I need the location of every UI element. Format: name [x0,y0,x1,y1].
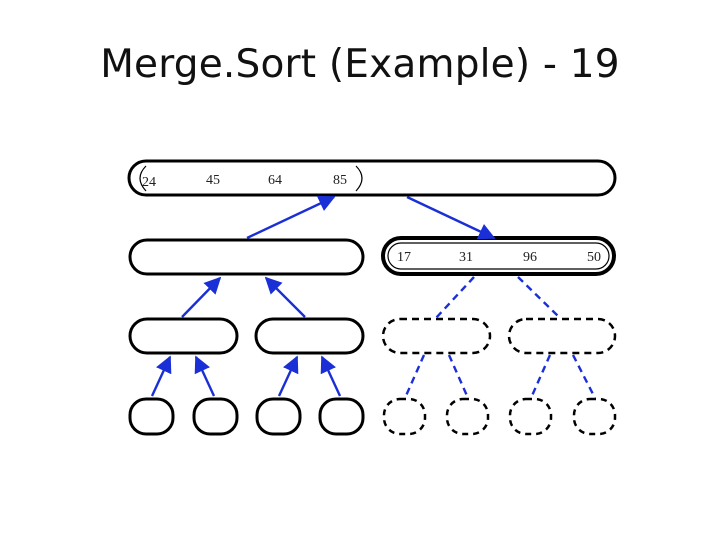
level1-right-value-4: 50 [587,250,601,265]
arrow-leaf3-to-l2b [277,355,299,397]
leaf-node-3 [255,397,302,436]
arrow-l2a-to-l1left [181,276,222,318]
root-value-4: 85 [333,173,347,188]
dash-l2d-to-leaf8 [571,354,597,399]
pending-connectors [403,276,597,399]
leaf-node-2 [192,397,239,436]
level2-node-3-pending [381,317,492,355]
root-value-2: 45 [206,173,220,188]
leaf-node-8-pending [572,397,617,436]
dash-l1right-to-l2c [435,276,475,319]
page-title: Merge.Sort (Example) - 19 [100,42,620,87]
level2-node-1 [128,317,239,355]
leaf-node-7-pending [508,397,553,436]
level2-node-2 [254,317,365,355]
arrow-root-to-right [406,195,496,240]
leaf-node-1 [128,397,175,436]
arrow-l2b-to-l1left [264,276,306,318]
level1-right-value-2: 31 [459,250,473,265]
dash-l2d-to-leaf7 [529,354,552,399]
leaf-node-4 [318,397,365,436]
root-node: 24 45 64 85 [127,159,617,197]
arrow-leaf1-to-l2a [150,355,172,397]
arrow-left-to-root [246,195,336,240]
dash-l2c-to-leaf6 [447,354,470,399]
arrow-leaf4-to-l2b [320,355,342,397]
dash-l1right-to-l2d [517,276,561,319]
leaf-node-5-pending [382,397,427,436]
root-value-3: 64 [268,173,282,188]
level1-left-node [128,238,365,276]
completed-arrows [150,195,496,397]
dash-l2c-to-leaf5 [403,354,426,399]
level1-right-value-3: 96 [523,250,537,265]
arrow-leaf2-to-l2a [194,355,216,397]
level1-right-node: 17 31 96 50 [381,236,616,276]
level2-node-4-pending [507,317,617,355]
leaf-node-6-pending [445,397,490,436]
root-value-1: 24 [142,175,156,190]
level1-right-value-1: 17 [397,250,411,265]
